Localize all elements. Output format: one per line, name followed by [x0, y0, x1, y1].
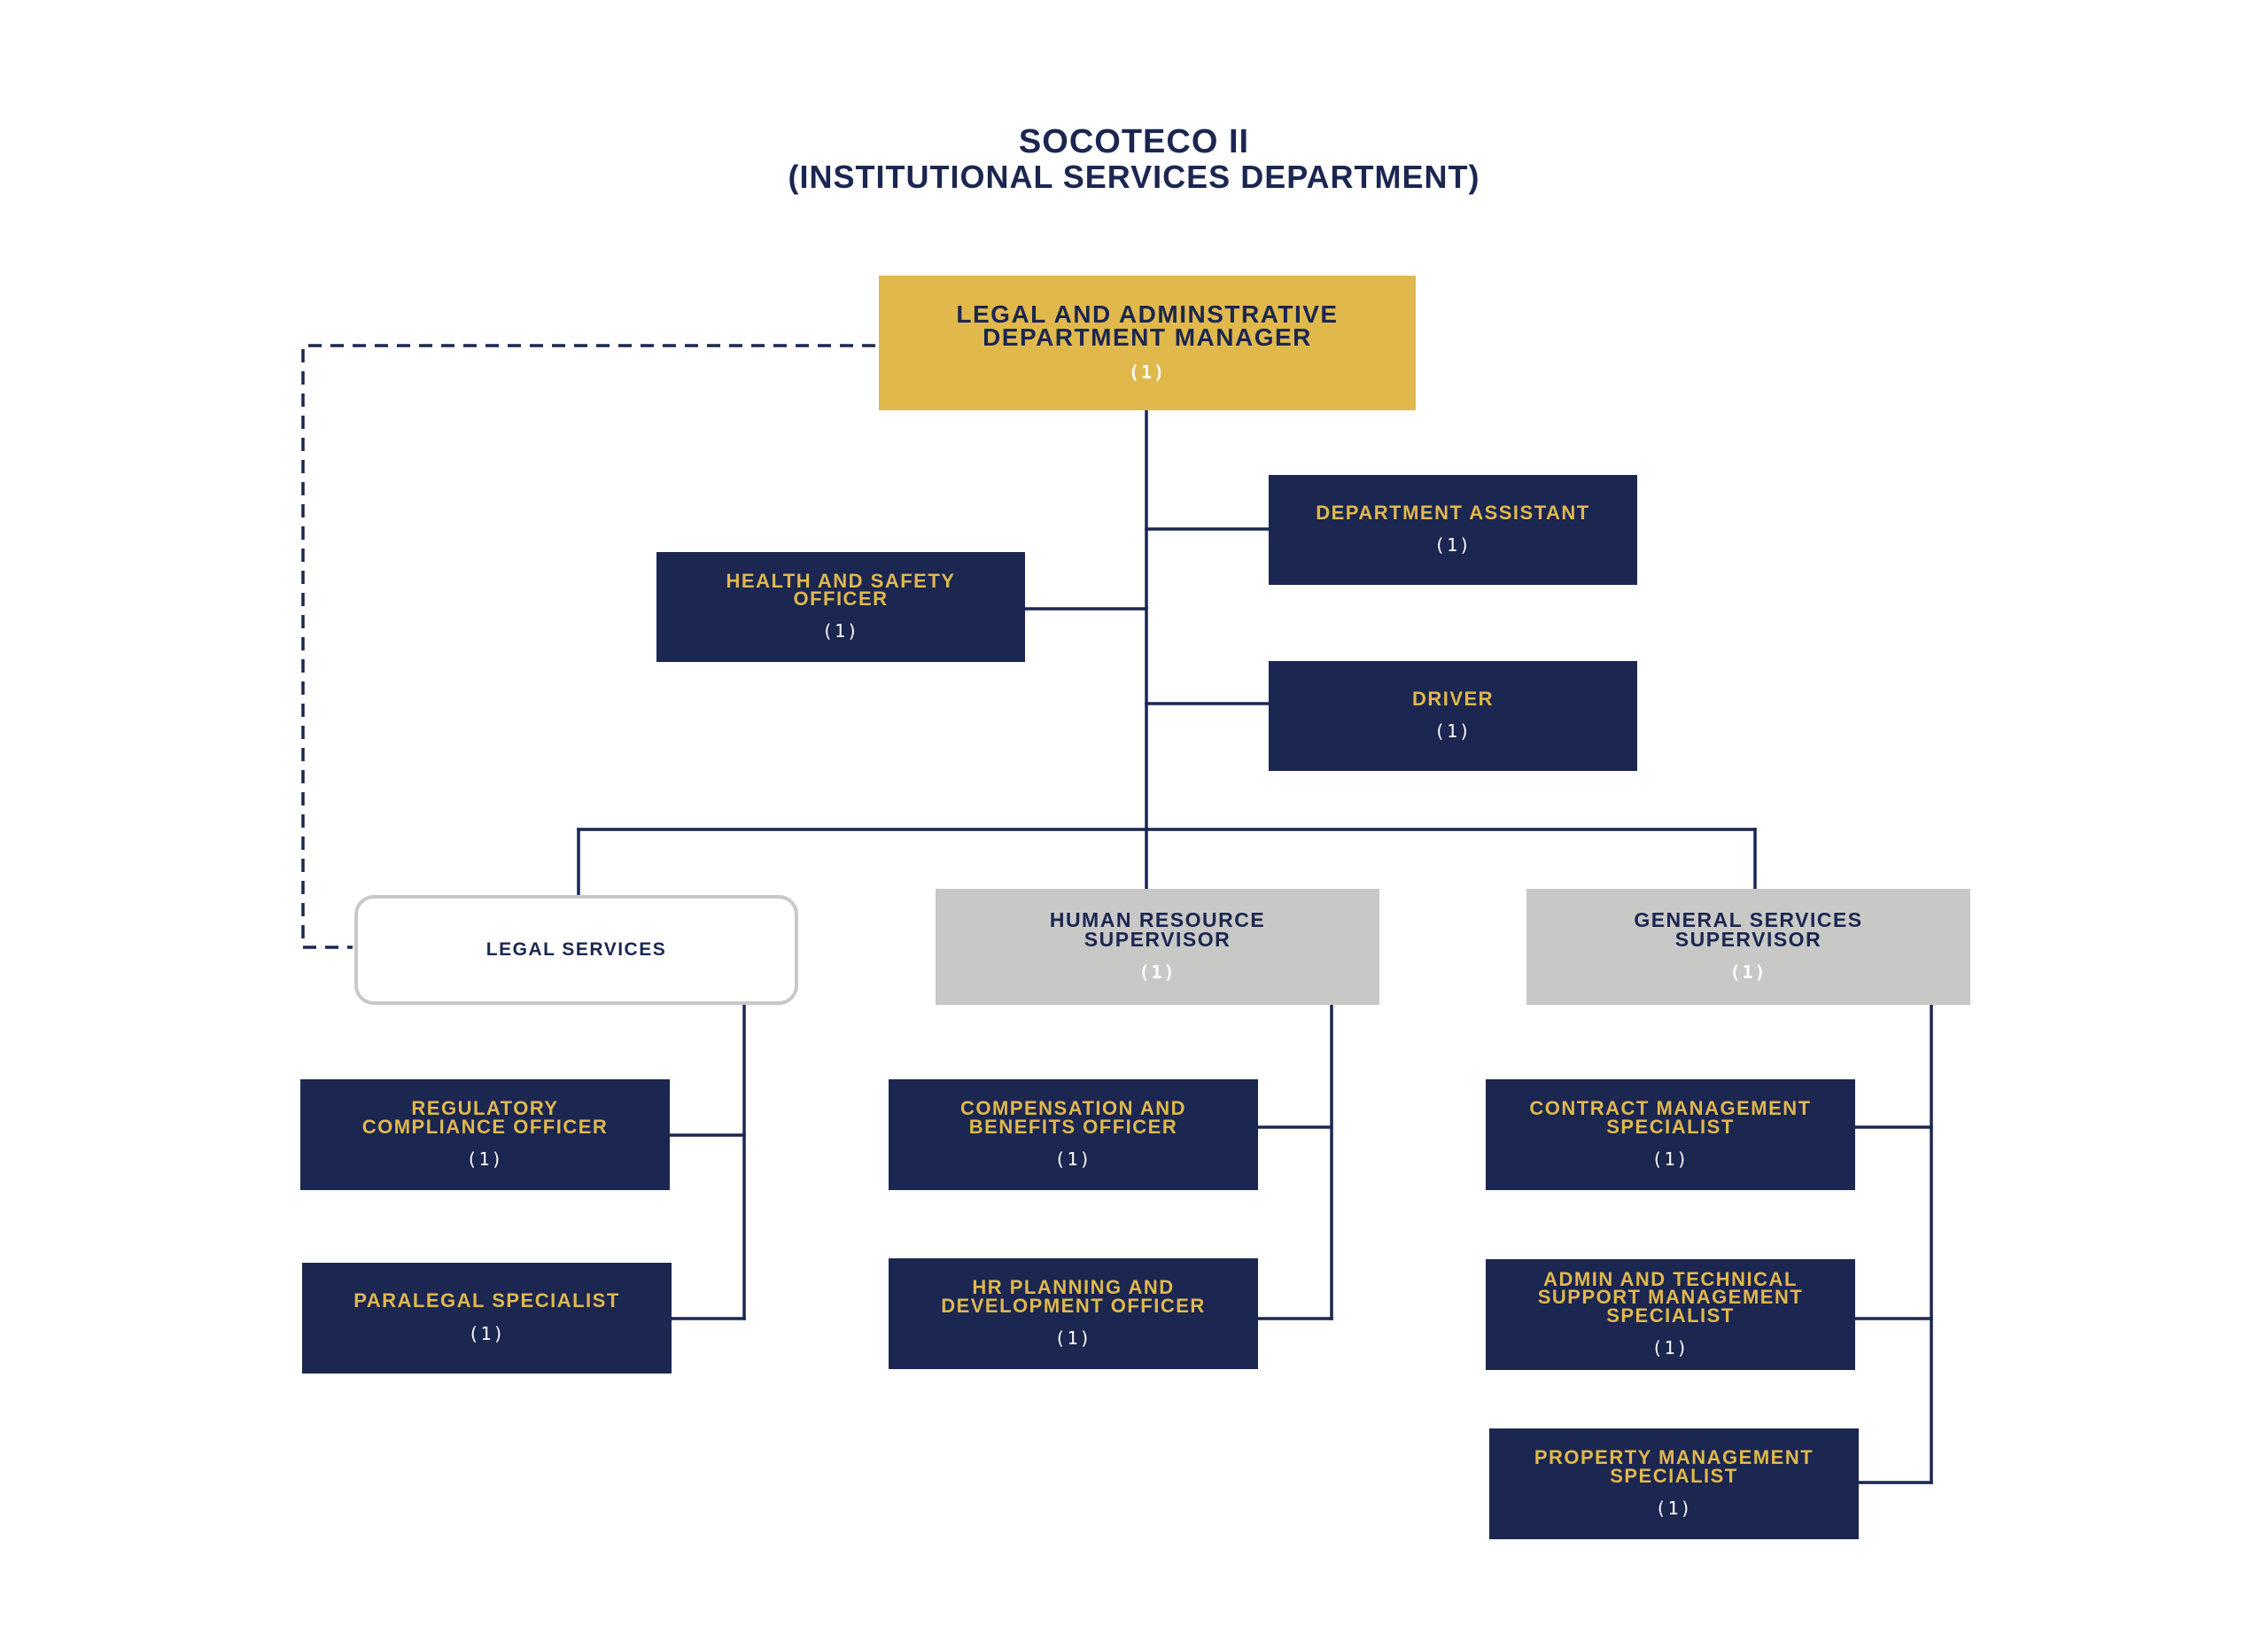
hr-planning-label: HR PLANNING AND DEVELOPMENT OFFICER: [941, 1276, 1206, 1317]
property-box: PROPERTY MANAGEMENT SPECIALIST (1): [1489, 1428, 1859, 1539]
gs-supervisor-box: GENERAL SERVICES SUPERVISOR (1): [1526, 889, 1970, 1005]
compensation-box: COMPENSATION AND BENEFITS OFFICER (1): [889, 1079, 1258, 1190]
admin-tech-count: (1): [1651, 1336, 1689, 1358]
department-assistant-box: DEPARTMENT ASSISTANT (1): [1269, 475, 1637, 585]
title-organization: SOCOTECO II: [1018, 123, 1250, 160]
hr-supervisor-box: HUMAN RESOURCE SUPERVISOR (1): [936, 889, 1379, 1005]
paralegal-count: (1): [468, 1322, 506, 1344]
paralegal-label: PARALEGAL SPECIALIST: [353, 1289, 620, 1312]
regulatory-box: REGULATORY COMPLIANCE OFFICER (1): [300, 1079, 670, 1190]
gs-supervisor-count: (1): [1729, 961, 1767, 983]
admin-tech-label: ADMIN AND TECHNICAL SUPPORT MANAGEMENT S…: [1537, 1268, 1804, 1327]
title-department: (INSTITUTIONAL SERVICES DEPARTMENT): [788, 159, 1480, 195]
property-label: PROPERTY MANAGEMENT SPECIALIST: [1534, 1446, 1814, 1487]
regulatory-label: REGULATORY COMPLIANCE OFFICER: [361, 1097, 609, 1138]
chart-title: SOCOTECO II (INSTITUTIONAL SERVICES DEPA…: [0, 124, 2268, 195]
paralegal-box: PARALEGAL SPECIALIST (1): [302, 1263, 672, 1374]
regulatory-count: (1): [466, 1148, 504, 1170]
legal-services-box: LEGAL SERVICES: [354, 895, 798, 1005]
driver-label: DRIVER: [1411, 687, 1495, 710]
driver-box: DRIVER (1): [1269, 661, 1637, 771]
manager-count: (1): [1128, 361, 1167, 383]
hr-planning-count: (1): [1054, 1327, 1092, 1349]
contract-label: CONTRACT MANAGEMENT SPECIALIST: [1529, 1097, 1812, 1138]
hr-supervisor-label: HUMAN RESOURCE SUPERVISOR: [1049, 908, 1266, 951]
department-assistant-label: DEPARTMENT ASSISTANT: [1316, 501, 1590, 524]
driver-count: (1): [1433, 720, 1472, 743]
health-safety-count: (1): [821, 620, 860, 642]
hr-planning-box: HR PLANNING AND DEVELOPMENT OFFICER (1): [889, 1258, 1258, 1369]
manager-box: LEGAL AND ADMINSTRATIVE DEPARTMENT MANAG…: [879, 276, 1416, 410]
dotted-link-legal-services: [301, 344, 875, 949]
compensation-label: COMPENSATION AND BENEFITS OFFICER: [960, 1097, 1186, 1138]
legal-services-label: LEGAL SERVICES: [485, 939, 667, 961]
compensation-count: (1): [1054, 1148, 1092, 1170]
health-safety-label: HEALTH AND SAFETY OFFICER: [726, 569, 956, 610]
property-count: (1): [1655, 1497, 1693, 1519]
department-assistant-count: (1): [1433, 534, 1472, 556]
contract-count: (1): [1651, 1148, 1689, 1170]
contract-box: CONTRACT MANAGEMENT SPECIALIST (1): [1486, 1079, 1855, 1190]
gs-supervisor-label: GENERAL SERVICES SUPERVISOR: [1634, 908, 1863, 951]
hr-supervisor-count: (1): [1138, 961, 1177, 983]
health-safety-box: HEALTH AND SAFETY OFFICER (1): [656, 552, 1025, 662]
admin-tech-box: ADMIN AND TECHNICAL SUPPORT MANAGEMENT S…: [1486, 1259, 1855, 1370]
manager-label: LEGAL AND ADMINSTRATIVE DEPARTMENT MANAG…: [956, 300, 1339, 351]
